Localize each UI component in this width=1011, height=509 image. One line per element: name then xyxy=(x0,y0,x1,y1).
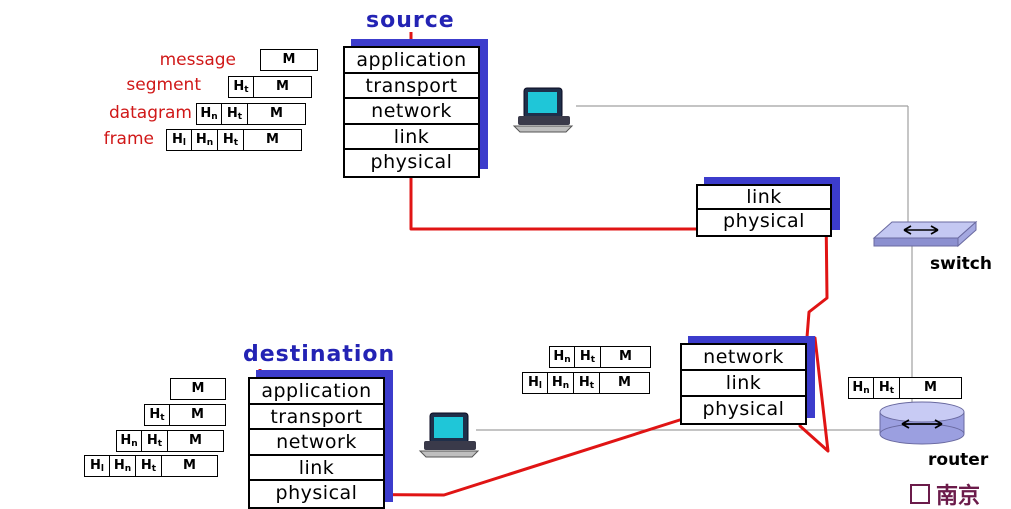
header-cell: Ht xyxy=(228,76,254,98)
header-cell: Ht xyxy=(222,103,248,125)
payload-cell: M xyxy=(248,103,306,125)
header-cell: Hn xyxy=(548,372,574,394)
pdu-label-message: message xyxy=(159,50,236,70)
router-pdu-frame: Hl Hn Ht M xyxy=(522,372,650,394)
header-cell: Hn xyxy=(196,103,222,125)
layer-network: network xyxy=(345,99,478,125)
desktop-computer-icon xyxy=(418,412,480,458)
destination-stack: application transport network link physi… xyxy=(248,370,393,509)
header-cell: Ht xyxy=(574,372,600,394)
header-cell: Ht xyxy=(874,377,900,399)
switch-stack: link physical xyxy=(696,177,840,237)
header-cell: Ht xyxy=(218,129,244,151)
header-cell: Hl xyxy=(166,129,192,151)
router-stack-box: network link physical xyxy=(680,343,807,425)
dest-pdu-frame: Hl Hn Ht M xyxy=(84,455,218,477)
payload-cell: M xyxy=(600,372,650,394)
router-pdu-datagram-out: Hn Ht M xyxy=(848,377,962,399)
switch-icon xyxy=(872,220,978,248)
header-cell: Ht xyxy=(144,404,170,426)
source-stack-box: application transport network link physi… xyxy=(343,46,480,178)
pdu-segment: Ht M xyxy=(228,76,312,98)
header-cell: Hn xyxy=(848,377,874,399)
layer-physical: physical xyxy=(370,151,453,174)
router-label: router xyxy=(928,450,989,470)
layer-link: link xyxy=(250,456,383,482)
header-cell: Ht xyxy=(575,346,601,368)
layer-transport: transport xyxy=(250,405,383,431)
header-cell: Hn xyxy=(192,129,218,151)
layer-network: network xyxy=(682,345,805,371)
logo-characters: 南京 xyxy=(936,483,981,509)
desktop-computer-icon xyxy=(512,87,574,133)
dest-pdu-segment: Ht M xyxy=(144,404,226,426)
seal-icon xyxy=(910,484,930,504)
layer-transport: transport xyxy=(345,74,478,100)
layer-network: network xyxy=(250,430,383,456)
router-stack: network link physical xyxy=(680,336,815,425)
university-logo: 南京 xyxy=(910,478,980,509)
pdu-message: M xyxy=(260,49,318,71)
dest-pdu-message: M xyxy=(170,378,226,400)
header-cell: Hn xyxy=(549,346,575,368)
layer-application: application xyxy=(345,48,478,74)
pdu-label-segment: segment xyxy=(126,75,201,95)
source-stack: application transport network link physi… xyxy=(343,39,488,178)
payload-cell: M xyxy=(170,404,226,426)
layer-physical: physical xyxy=(275,482,358,505)
header-cell: Hn xyxy=(110,455,136,477)
header-cell: Hn xyxy=(116,430,142,452)
payload-cell: M xyxy=(162,455,218,477)
layer-link: link xyxy=(345,125,478,151)
payload-cell: M xyxy=(244,129,302,151)
layer-physical: physical xyxy=(702,398,785,420)
pdu-label-datagram: datagram xyxy=(108,103,192,123)
layer-link: link xyxy=(698,186,830,210)
payload-cell: M xyxy=(601,346,651,368)
pdu-frame: Hl Hn Ht M xyxy=(166,129,302,151)
payload-cell: M xyxy=(260,49,318,71)
destination-stack-box: application transport network link physi… xyxy=(248,377,385,509)
payload-cell: M xyxy=(254,76,312,98)
header-cell: Hl xyxy=(84,455,110,477)
destination-title: destination xyxy=(243,342,396,367)
pdu-label-frame: frame xyxy=(103,129,154,149)
layer-link: link xyxy=(682,371,805,397)
pdu-datagram: Hn Ht M xyxy=(196,103,306,125)
payload-cell: M xyxy=(168,430,224,452)
payload-cell: M xyxy=(900,377,962,399)
dest-pdu-datagram: Hn Ht M xyxy=(116,430,224,452)
layer-physical: physical xyxy=(723,210,805,232)
header-cell: Ht xyxy=(142,430,168,452)
router-icon xyxy=(879,401,965,445)
switch-label: switch xyxy=(930,254,992,274)
header-cell: Hl xyxy=(522,372,548,394)
router-pdu-datagram: Hn Ht M xyxy=(549,346,651,368)
source-title: source xyxy=(366,8,455,33)
header-cell: Ht xyxy=(136,455,162,477)
payload-cell: M xyxy=(170,378,226,400)
layer-application: application xyxy=(250,379,383,405)
switch-stack-box: link physical xyxy=(696,184,832,237)
